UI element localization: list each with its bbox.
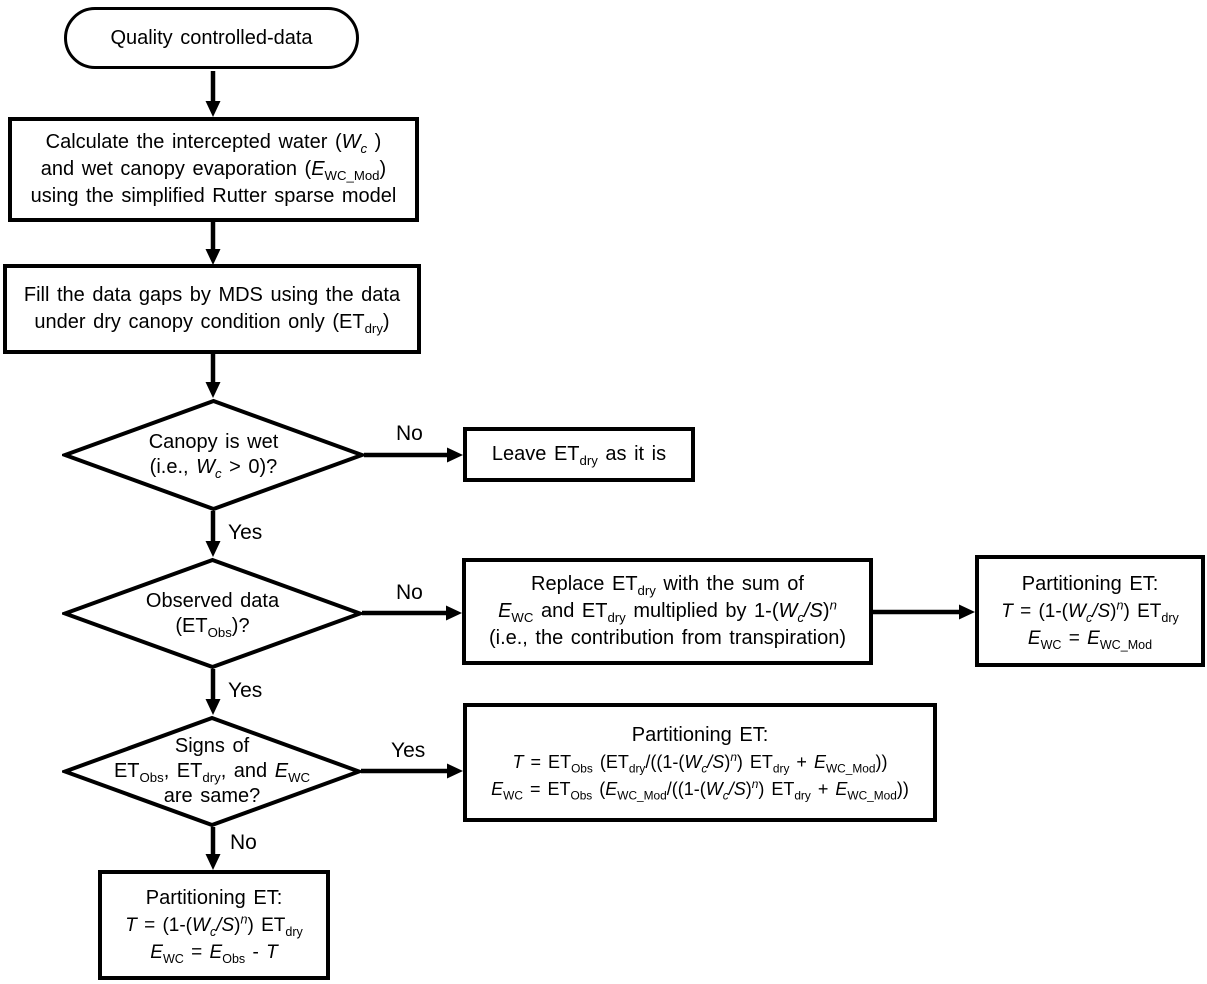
process-text-line: using the simplified Rutter sparse model bbox=[30, 185, 397, 207]
process-text-line: Partitioning ET: bbox=[145, 886, 283, 909]
edge-label-observed-yes: Yes bbox=[228, 679, 263, 702]
process-partition-residual: Partitioning ET: T = (1-(Wc/S)n) ETdry E… bbox=[98, 870, 330, 980]
equation-line: T = (1-(Wc/S)n) ETdry bbox=[1001, 598, 1179, 625]
edge-label-canopy-yes: Yes bbox=[228, 521, 263, 544]
process-text-line: and wet canopy evaporation (EWC_Mod) bbox=[40, 158, 387, 183]
decision-text-line: Observed data bbox=[145, 589, 280, 612]
diamond-shape bbox=[62, 557, 363, 670]
process-text-line: Calculate the intercepted water (Wc ) bbox=[45, 131, 382, 156]
decision-text-line: (i.e., Wc > 0)? bbox=[149, 456, 278, 481]
decision-canopy-wet: Canopy is wet (i.e., Wc > 0)? bbox=[62, 398, 365, 512]
process-leave-etdry: Leave ETdry as it is bbox=[463, 427, 695, 482]
process-text-line: under dry canopy condition only (ETdry) bbox=[34, 311, 390, 336]
edge-label-signs-no: No bbox=[230, 831, 257, 854]
diamond-shape bbox=[62, 398, 365, 512]
start-terminal: Quality controlled-data bbox=[64, 7, 359, 69]
process-partition-modeled: Partitioning ET: T = (1-(Wc/S)n) ETdry E… bbox=[975, 555, 1205, 667]
decision-text-line: are same? bbox=[163, 785, 261, 807]
edge-label-canopy-no: No bbox=[396, 422, 423, 445]
process-fill-gaps-mds: Fill the data gaps by MDS using the data… bbox=[3, 264, 421, 354]
decision-text-line: Signs of bbox=[174, 735, 250, 757]
process-text-line: Partitioning ET: bbox=[1021, 572, 1159, 595]
decision-text-line: ETObs, ETdry, and EWC bbox=[113, 760, 311, 785]
process-text-line: (i.e., the contribution from transpirati… bbox=[488, 627, 847, 649]
edge-label-observed-no: No bbox=[396, 581, 423, 604]
process-partition-observed: Partitioning ET: T = ETObs (ETdry/((1-(W… bbox=[463, 703, 937, 822]
equation-line: T = (1-(Wc/S)n) ETdry bbox=[125, 912, 303, 939]
diamond-shape bbox=[62, 715, 362, 828]
edge-label-signs-yes: Yes bbox=[391, 739, 426, 762]
equation-line: T = ETObs (ETdry/((1-(Wc/S)n) ETdry + EW… bbox=[512, 750, 888, 776]
equation-line: EWC = ETObs (EWC_Mod/((1-(Wc/S)n) ETdry … bbox=[491, 777, 909, 803]
process-calculate-interception: Calculate the intercepted water (Wc ) an… bbox=[8, 117, 419, 222]
decision-text-line: (ETObs)? bbox=[175, 614, 250, 640]
process-text-line: Leave ETdry as it is bbox=[491, 443, 667, 468]
decision-text-line: Canopy is wet bbox=[148, 431, 279, 453]
process-text-line: Fill the data gaps by MDS using the data bbox=[23, 284, 401, 306]
process-replace-etdry: Replace ETdry with the sum of EWC and ET… bbox=[462, 558, 873, 665]
decision-signs-same: Signs of ETObs, ETdry, and EWC are same? bbox=[62, 715, 362, 828]
process-text-line: Replace ETdry with the sum of bbox=[531, 573, 804, 598]
equation-line: EWC = EWC_Mod bbox=[1027, 627, 1153, 652]
decision-observed-data: Observed data (ETObs)? bbox=[62, 557, 363, 670]
start-terminal-text: Quality controlled-data bbox=[110, 26, 313, 49]
equation-line: EWC = EObs - T bbox=[150, 941, 278, 966]
process-text-line: EWC and ETdry multiplied by 1-(Wc/S)n bbox=[498, 597, 837, 625]
process-text-line: Partitioning ET: bbox=[631, 724, 769, 746]
